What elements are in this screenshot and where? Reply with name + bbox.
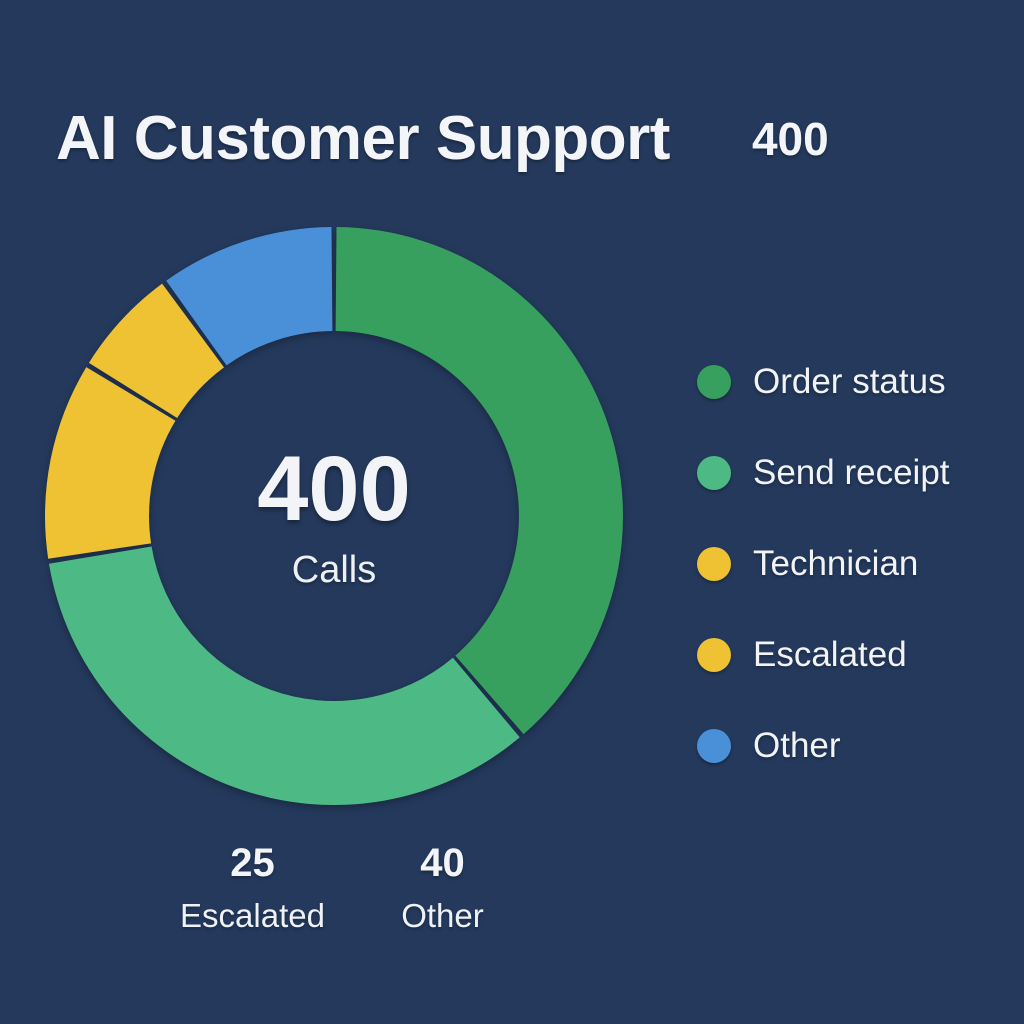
legend-color-swatch-icon [697, 546, 731, 581]
legend-item-label: Escalated [753, 634, 907, 674]
legend-color-swatch-icon [697, 364, 731, 399]
legend-color-swatch-icon [697, 637, 731, 672]
legend-item[interactable]: Escalated [697, 609, 997, 700]
callout-value: 25 [230, 841, 275, 885]
donut-slices [44, 227, 623, 806]
donut-slice[interactable] [48, 546, 520, 806]
legend-color-swatch-icon [697, 455, 731, 490]
legend-item-label: Other [753, 725, 841, 765]
legend-color-swatch-icon [697, 728, 731, 763]
legend-item[interactable]: Technician [697, 518, 997, 609]
donut-chart: 400 Calls [43, 225, 625, 807]
donut-slice[interactable] [335, 227, 623, 735]
page-title: AI Customer Support [56, 104, 670, 173]
callout-label: Other [401, 897, 484, 934]
donut-slice[interactable] [166, 227, 333, 366]
callout-label: Escalated [180, 897, 325, 934]
header: AI Customer Support 400 [56, 96, 984, 182]
legend-item[interactable]: Send receipt [697, 427, 997, 518]
legend-item[interactable]: Other [697, 700, 997, 791]
donut-slice[interactable] [88, 283, 224, 418]
donut-slice[interactable] [44, 367, 176, 559]
donut-chart-svg [44, 227, 623, 806]
header-total-value: 400 [751, 113, 829, 165]
legend-item-label: Technician [753, 543, 919, 583]
callout-value: 40 [420, 841, 465, 885]
legend-item[interactable]: Order status [697, 336, 997, 427]
legend-item-label: Order status [753, 361, 946, 401]
legend-item-label: Send receipt [753, 452, 950, 492]
